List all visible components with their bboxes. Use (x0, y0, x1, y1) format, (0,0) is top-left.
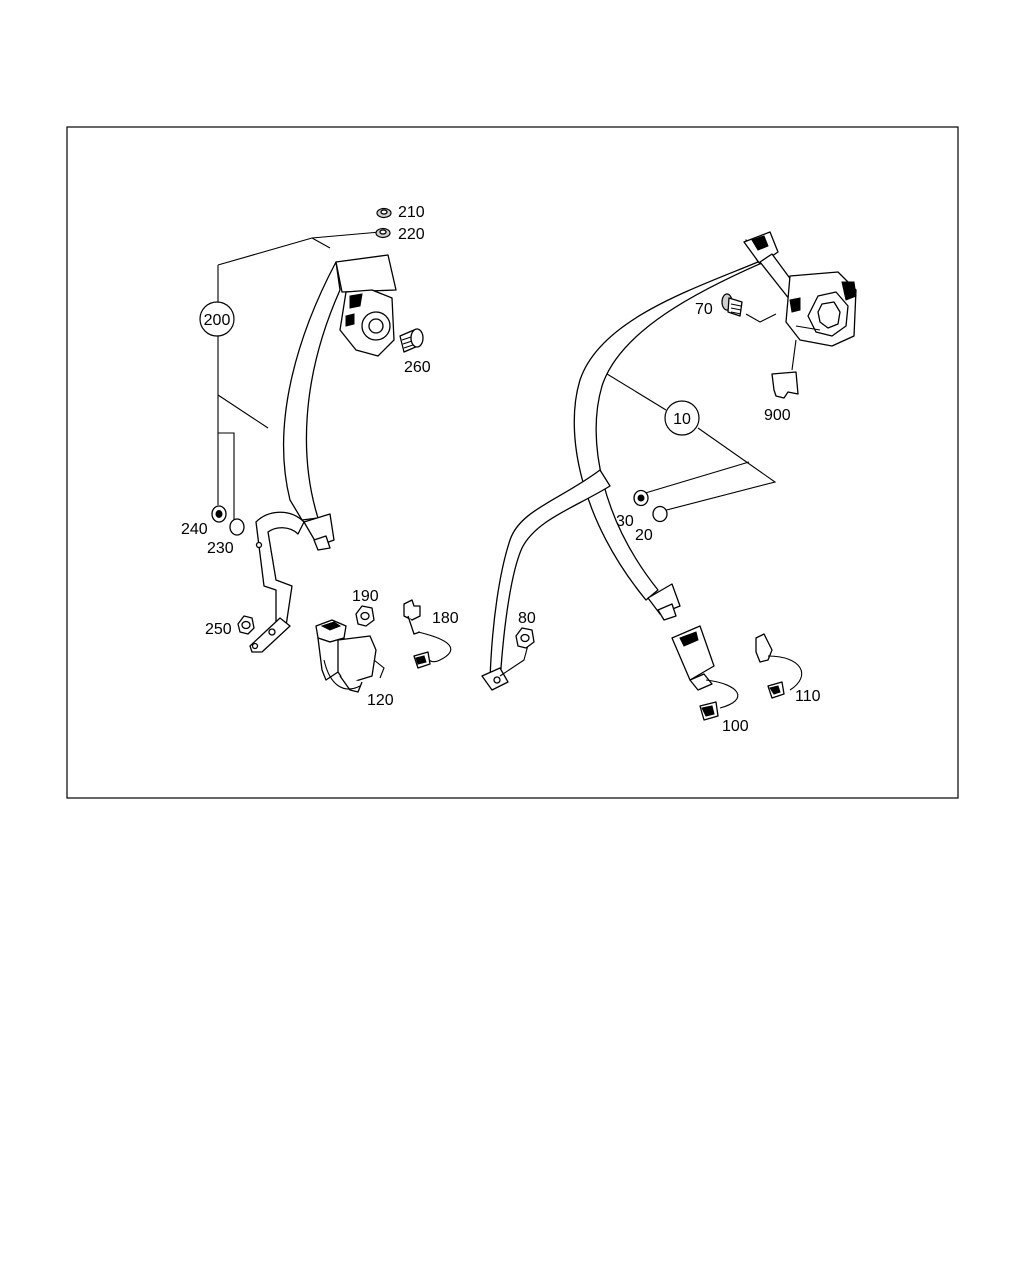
label-tag-900 (771, 371, 799, 399)
label-70: 70 (695, 301, 713, 318)
label-20: 20 (635, 527, 653, 544)
label-10: 10 (673, 411, 691, 428)
label-180: 180 (432, 610, 459, 627)
buckle-100 (671, 625, 739, 721)
right-belt-assembly (481, 231, 857, 691)
label-190: 190 (352, 588, 379, 605)
left-belt-assembly (211, 207, 424, 653)
callout-circle-200 (199, 301, 235, 337)
buckle-120 (315, 619, 385, 693)
label-80: 80 (518, 610, 536, 627)
label-230: 230 (207, 540, 234, 557)
right-retractor (785, 271, 857, 371)
diagram-frame (66, 126, 959, 799)
label-100: 100 (722, 718, 749, 735)
label-220: 220 (398, 226, 425, 243)
label-30: 30 (616, 513, 634, 530)
cable-110 (755, 633, 803, 699)
cable-180 (403, 599, 452, 669)
washer-20 (652, 505, 668, 523)
label-250: 250 (205, 621, 232, 638)
washer-230 (229, 518, 245, 536)
nut-80 (515, 627, 535, 649)
label-900: 900 (764, 407, 791, 424)
bolt-260 (399, 328, 424, 353)
label-260: 260 (404, 359, 431, 376)
label-110: 110 (795, 688, 821, 705)
nut-250 (237, 615, 255, 635)
callout-circle-10 (664, 400, 700, 436)
label-210: 210 (398, 204, 425, 221)
nut-190 (355, 605, 375, 627)
label-120: 120 (367, 692, 394, 709)
left-retractor (339, 289, 395, 357)
bolt-70 (721, 293, 777, 323)
label-240: 240 (181, 521, 208, 538)
label-200: 200 (204, 312, 231, 329)
